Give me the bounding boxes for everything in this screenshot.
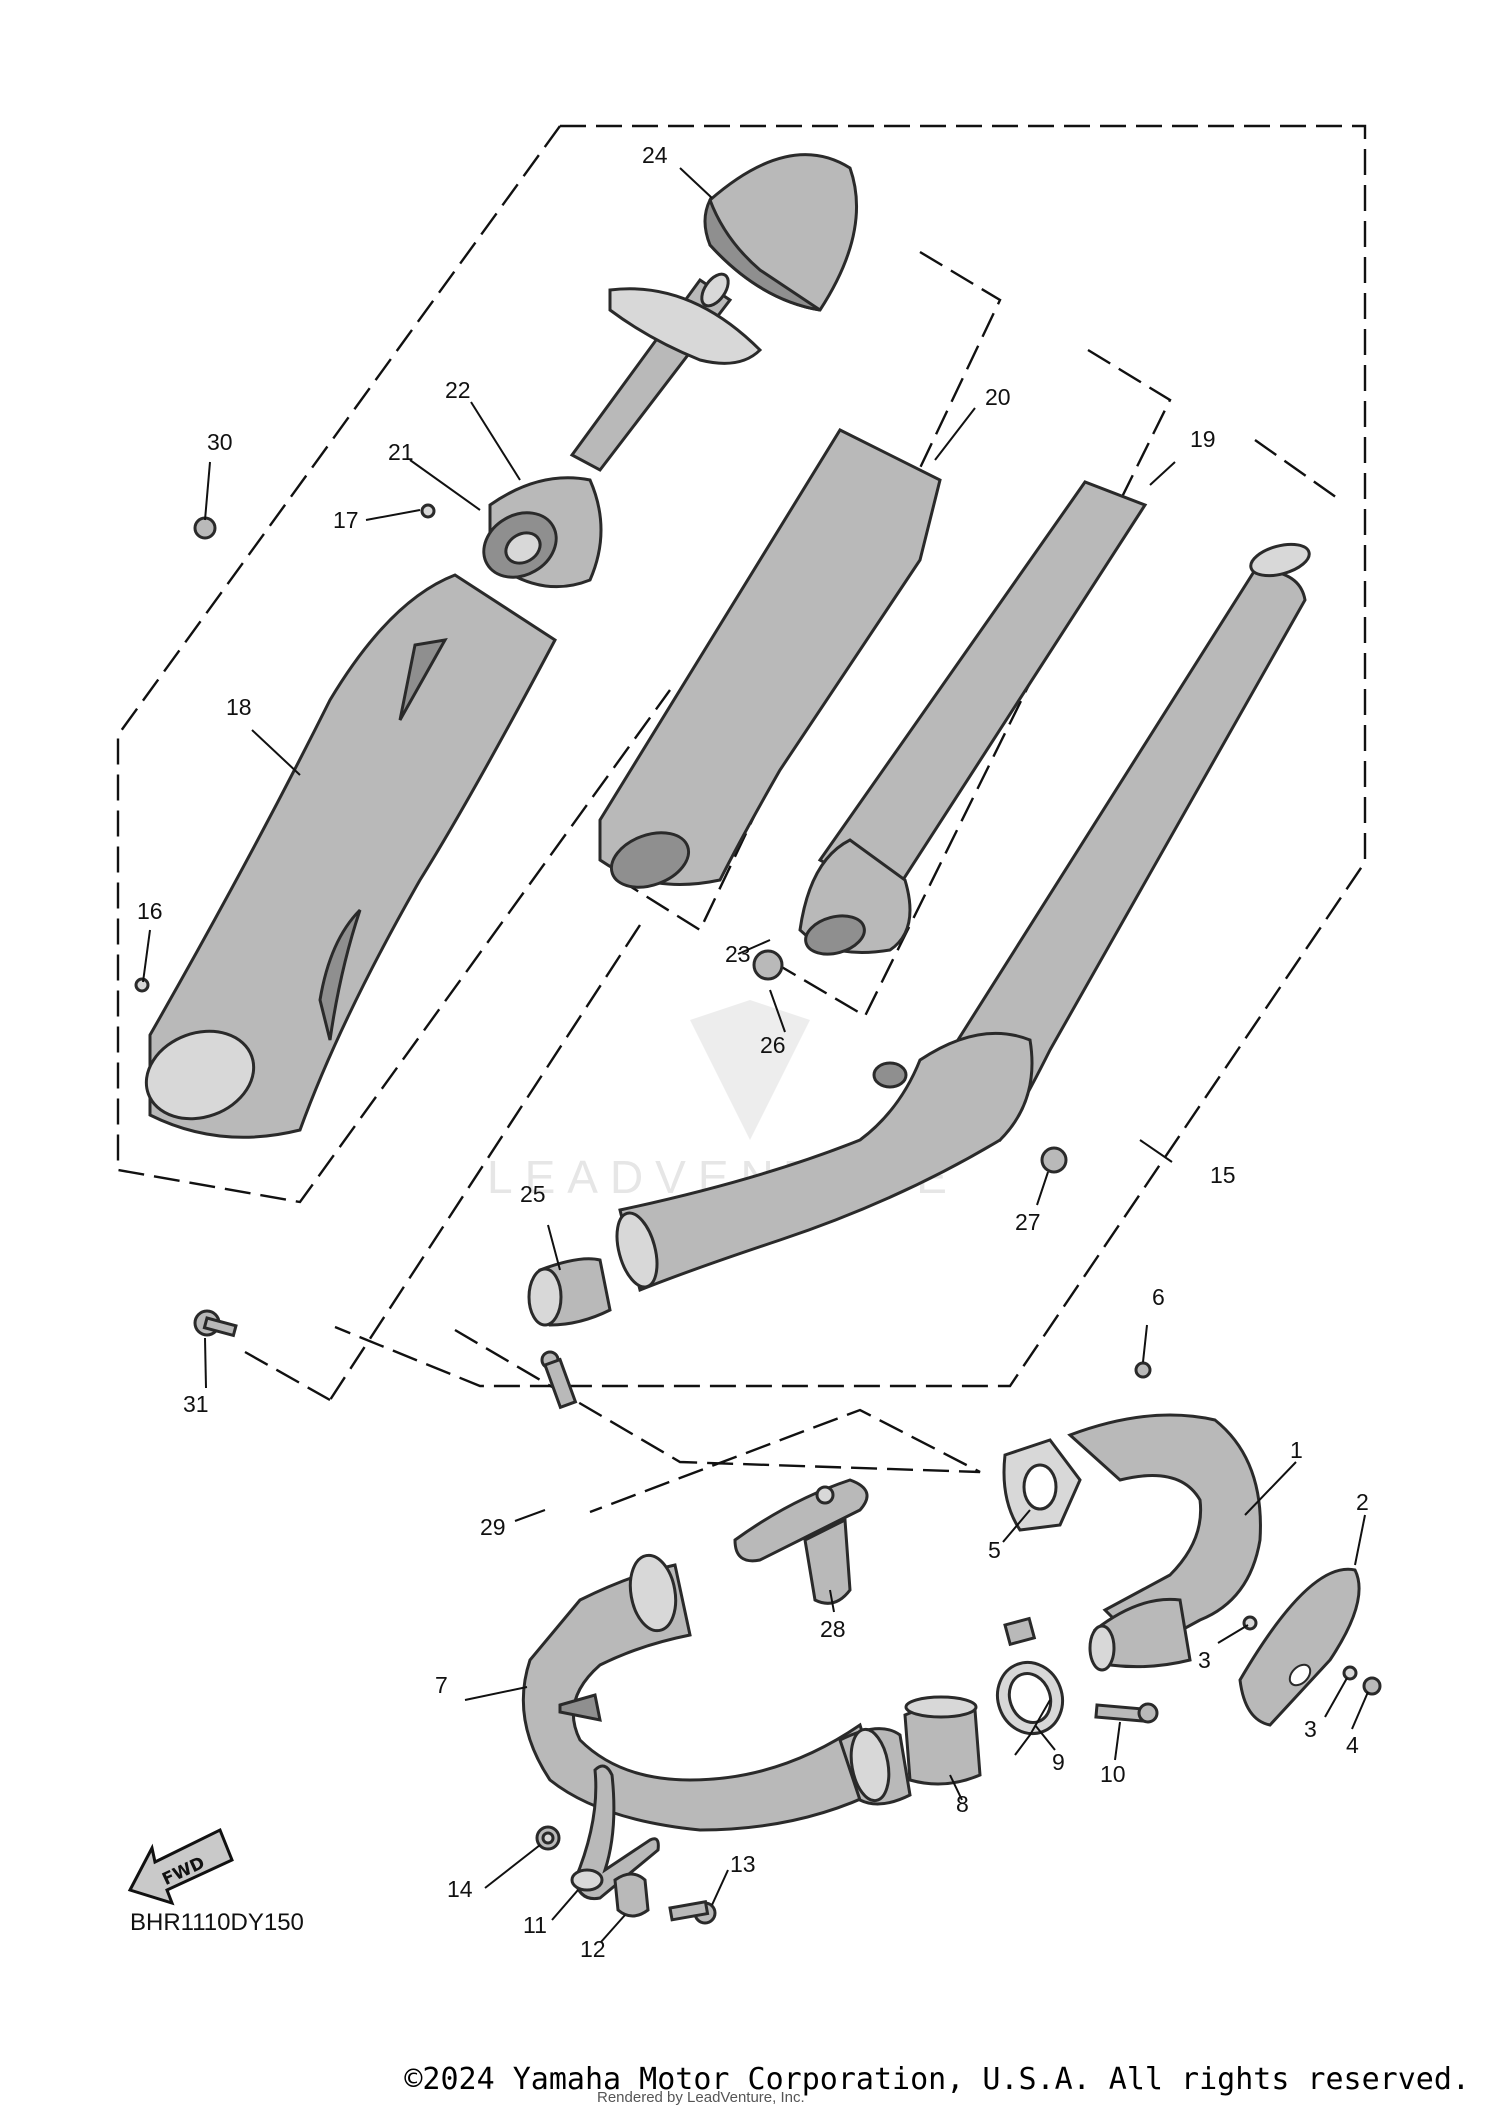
pipe-31-boundary bbox=[244, 1350, 331, 1402]
muffler-assembly-boundary bbox=[334, 124, 1367, 1388]
collar-12-icon bbox=[613, 1872, 650, 1918]
callout-2[interactable]: 2 bbox=[1356, 1489, 1369, 1515]
illustration-code: BHR1110DY150 bbox=[130, 1909, 304, 1936]
callout-28[interactable]: 28 bbox=[820, 1616, 846, 1642]
pipe-19-boundary bbox=[779, 348, 1172, 1018]
bracket-boundary bbox=[454, 1328, 981, 1514]
callout-23[interactable]: 23 bbox=[725, 941, 751, 967]
callout-21[interactable]: 21 bbox=[388, 439, 414, 465]
callout-25[interactable]: 25 bbox=[520, 1181, 546, 1207]
callout-11[interactable]: 11 bbox=[523, 1912, 547, 1938]
callout-14[interactable]: 14 bbox=[447, 1876, 473, 1902]
right-hardware bbox=[540, 1350, 1382, 1724]
callout-5[interactable]: 5 bbox=[988, 1537, 1001, 1563]
callout-27[interactable]: 27 bbox=[1015, 1209, 1041, 1235]
leader-lines bbox=[142, 167, 1369, 1943]
muffler-cover-18 bbox=[144, 573, 557, 1139]
pipe-15-boundary bbox=[1254, 439, 1341, 501]
pipe-25-boundary bbox=[328, 924, 642, 1401]
callout-16[interactable]: 16 bbox=[137, 898, 163, 924]
callout-30[interactable]: 30 bbox=[207, 429, 233, 455]
callout-1[interactable]: 1 bbox=[1290, 1437, 1303, 1463]
silencer-body-20 bbox=[598, 428, 942, 889]
callout-19[interactable]: 19 bbox=[1190, 426, 1216, 452]
fwd-arrow: FWD bbox=[127, 1827, 234, 1906]
sleeve-8 bbox=[903, 1695, 982, 1786]
callout-29[interactable]: 29 bbox=[480, 1514, 506, 1540]
grommet-26-icon bbox=[752, 949, 784, 981]
gasket-5 bbox=[1002, 1438, 1082, 1532]
lower-hardware bbox=[535, 1764, 717, 1925]
bolt-27-icon bbox=[1040, 1146, 1068, 1174]
muffler-pipe-15 bbox=[615, 542, 1311, 1293]
callout-3b[interactable]: 3 bbox=[1304, 1716, 1317, 1742]
callout-3a[interactable]: 3 bbox=[1198, 1647, 1211, 1673]
fwd-arrow-icon bbox=[127, 1827, 234, 1906]
callout-13[interactable]: 13 bbox=[730, 1851, 756, 1877]
bracket-28 bbox=[733, 1478, 869, 1605]
end-cap-24 bbox=[703, 153, 859, 312]
callout-31[interactable]: 31 bbox=[183, 1391, 209, 1417]
baffle-tube bbox=[569, 272, 763, 472]
callout-18[interactable]: 18 bbox=[226, 694, 252, 720]
washer-3b-icon bbox=[1342, 1665, 1358, 1681]
callout-8[interactable]: 8 bbox=[956, 1791, 969, 1817]
callout-9[interactable]: 9 bbox=[1052, 1749, 1065, 1775]
bracket-2 bbox=[1238, 1567, 1361, 1727]
inner-tube-19 bbox=[798, 480, 1148, 956]
bracket-11-icon bbox=[573, 1764, 660, 1901]
callout-12[interactable]: 12 bbox=[580, 1936, 606, 1962]
header-pipe-7 bbox=[521, 1553, 912, 1832]
callout-24[interactable]: 24 bbox=[642, 142, 668, 168]
bolt-30-icon bbox=[193, 516, 217, 540]
watermark-logo-icon bbox=[690, 1000, 810, 1140]
callout-15[interactable]: 15 bbox=[1210, 1162, 1236, 1188]
part-callouts: 1 2 3 3 4 5 6 7 8 9 10 11 12 13 14 15 16… bbox=[137, 142, 1369, 1962]
nut-6-icon bbox=[1134, 1361, 1152, 1379]
sleeve-25 bbox=[527, 1257, 612, 1327]
callout-6[interactable]: 6 bbox=[1152, 1284, 1165, 1310]
callout-22[interactable]: 22 bbox=[445, 377, 471, 403]
rivet-17-icon bbox=[420, 503, 436, 519]
callout-4[interactable]: 4 bbox=[1346, 1732, 1359, 1758]
bolt-10-icon bbox=[1094, 1703, 1147, 1723]
copyright-notice: ©2024 Yamaha Motor Corporation, U.S.A. A… bbox=[404, 2062, 1470, 2097]
callout-20[interactable]: 20 bbox=[985, 384, 1011, 410]
callout-17[interactable]: 17 bbox=[333, 507, 359, 533]
bolt-4-icon bbox=[1362, 1676, 1382, 1696]
callout-7[interactable]: 7 bbox=[435, 1672, 448, 1698]
rivet-16-icon bbox=[134, 977, 150, 993]
rendered-by-credit: Rendered by LeadVenture, Inc. bbox=[597, 2089, 805, 2106]
end-cap-22 bbox=[482, 476, 603, 589]
callout-10[interactable]: 10 bbox=[1100, 1761, 1126, 1787]
clamp-9 bbox=[996, 1616, 1064, 1736]
callout-26[interactable]: 26 bbox=[760, 1032, 786, 1058]
upper-hardware bbox=[134, 503, 1068, 1338]
header-pipe-1 bbox=[1067, 1413, 1262, 1672]
